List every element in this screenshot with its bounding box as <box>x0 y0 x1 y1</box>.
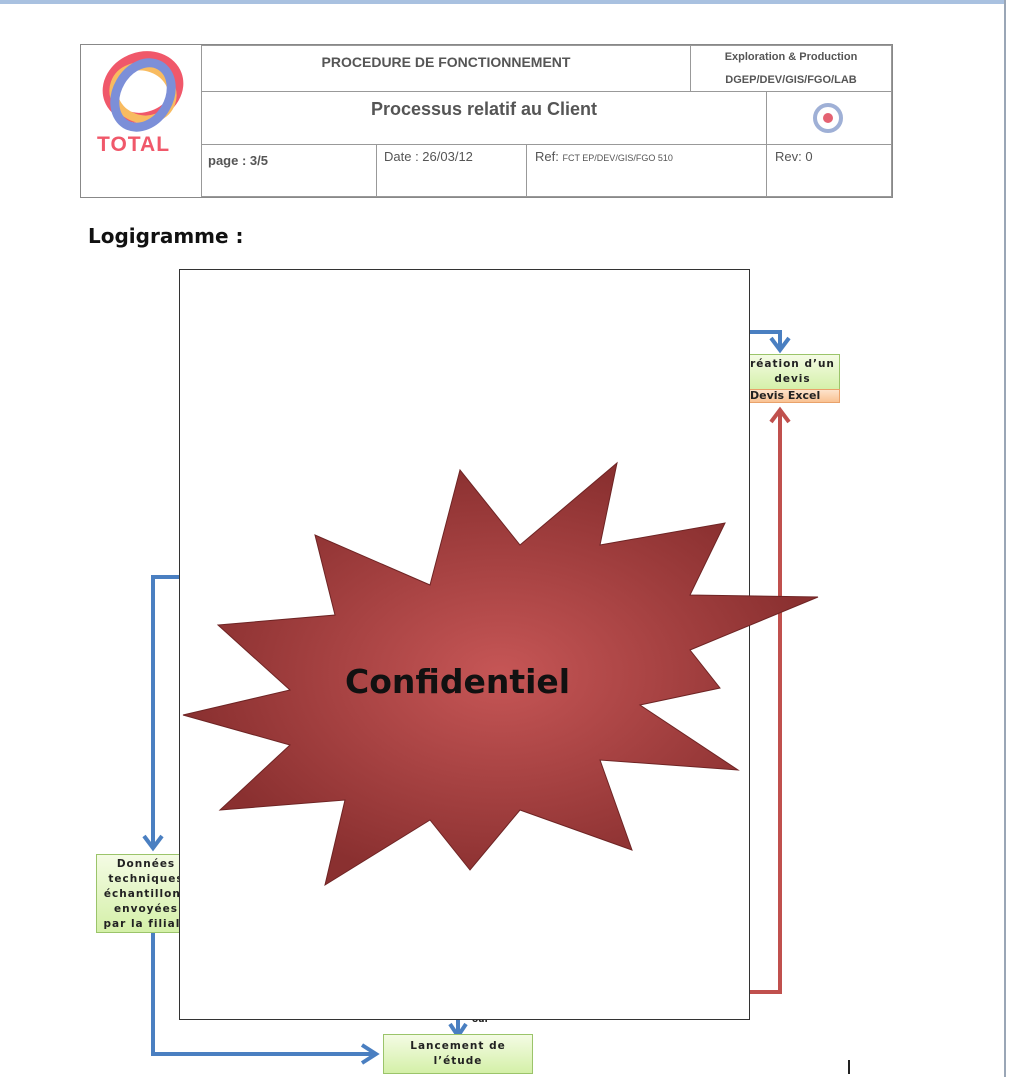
devis-excel-tag: Devis Excel <box>745 389 840 403</box>
revision: Rev: 0 <box>766 144 892 197</box>
section-title: Logigramme : <box>88 224 244 248</box>
department: DGEP/DEV/GIS/FGO/LAB <box>725 74 857 86</box>
arrow-to-lancement <box>151 932 376 1056</box>
ref-label: Ref: <box>535 149 559 164</box>
ref-value: FCT EP/DEV/GIS/FGO 510 <box>562 153 673 163</box>
total-logo-icon <box>102 51 184 132</box>
arrow-to-donnees <box>151 575 185 848</box>
top-border <box>0 0 1005 4</box>
page-edge <box>1004 0 1006 1077</box>
brand-name: TOTAL <box>97 133 171 156</box>
document-header: TOTAL PROCEDURE DE FONCTIONNEMENT Explor… <box>80 44 893 198</box>
process-cycle-icon <box>813 103 843 133</box>
arrow-to-devis <box>740 330 782 350</box>
lancement-box: Lancement de l’étude <box>383 1034 533 1074</box>
oui-label: oui <box>472 1015 488 1025</box>
text-cursor <box>848 1060 850 1074</box>
division: Exploration & Production <box>724 51 858 63</box>
confidential-stamp: Confidentiel <box>345 662 571 701</box>
